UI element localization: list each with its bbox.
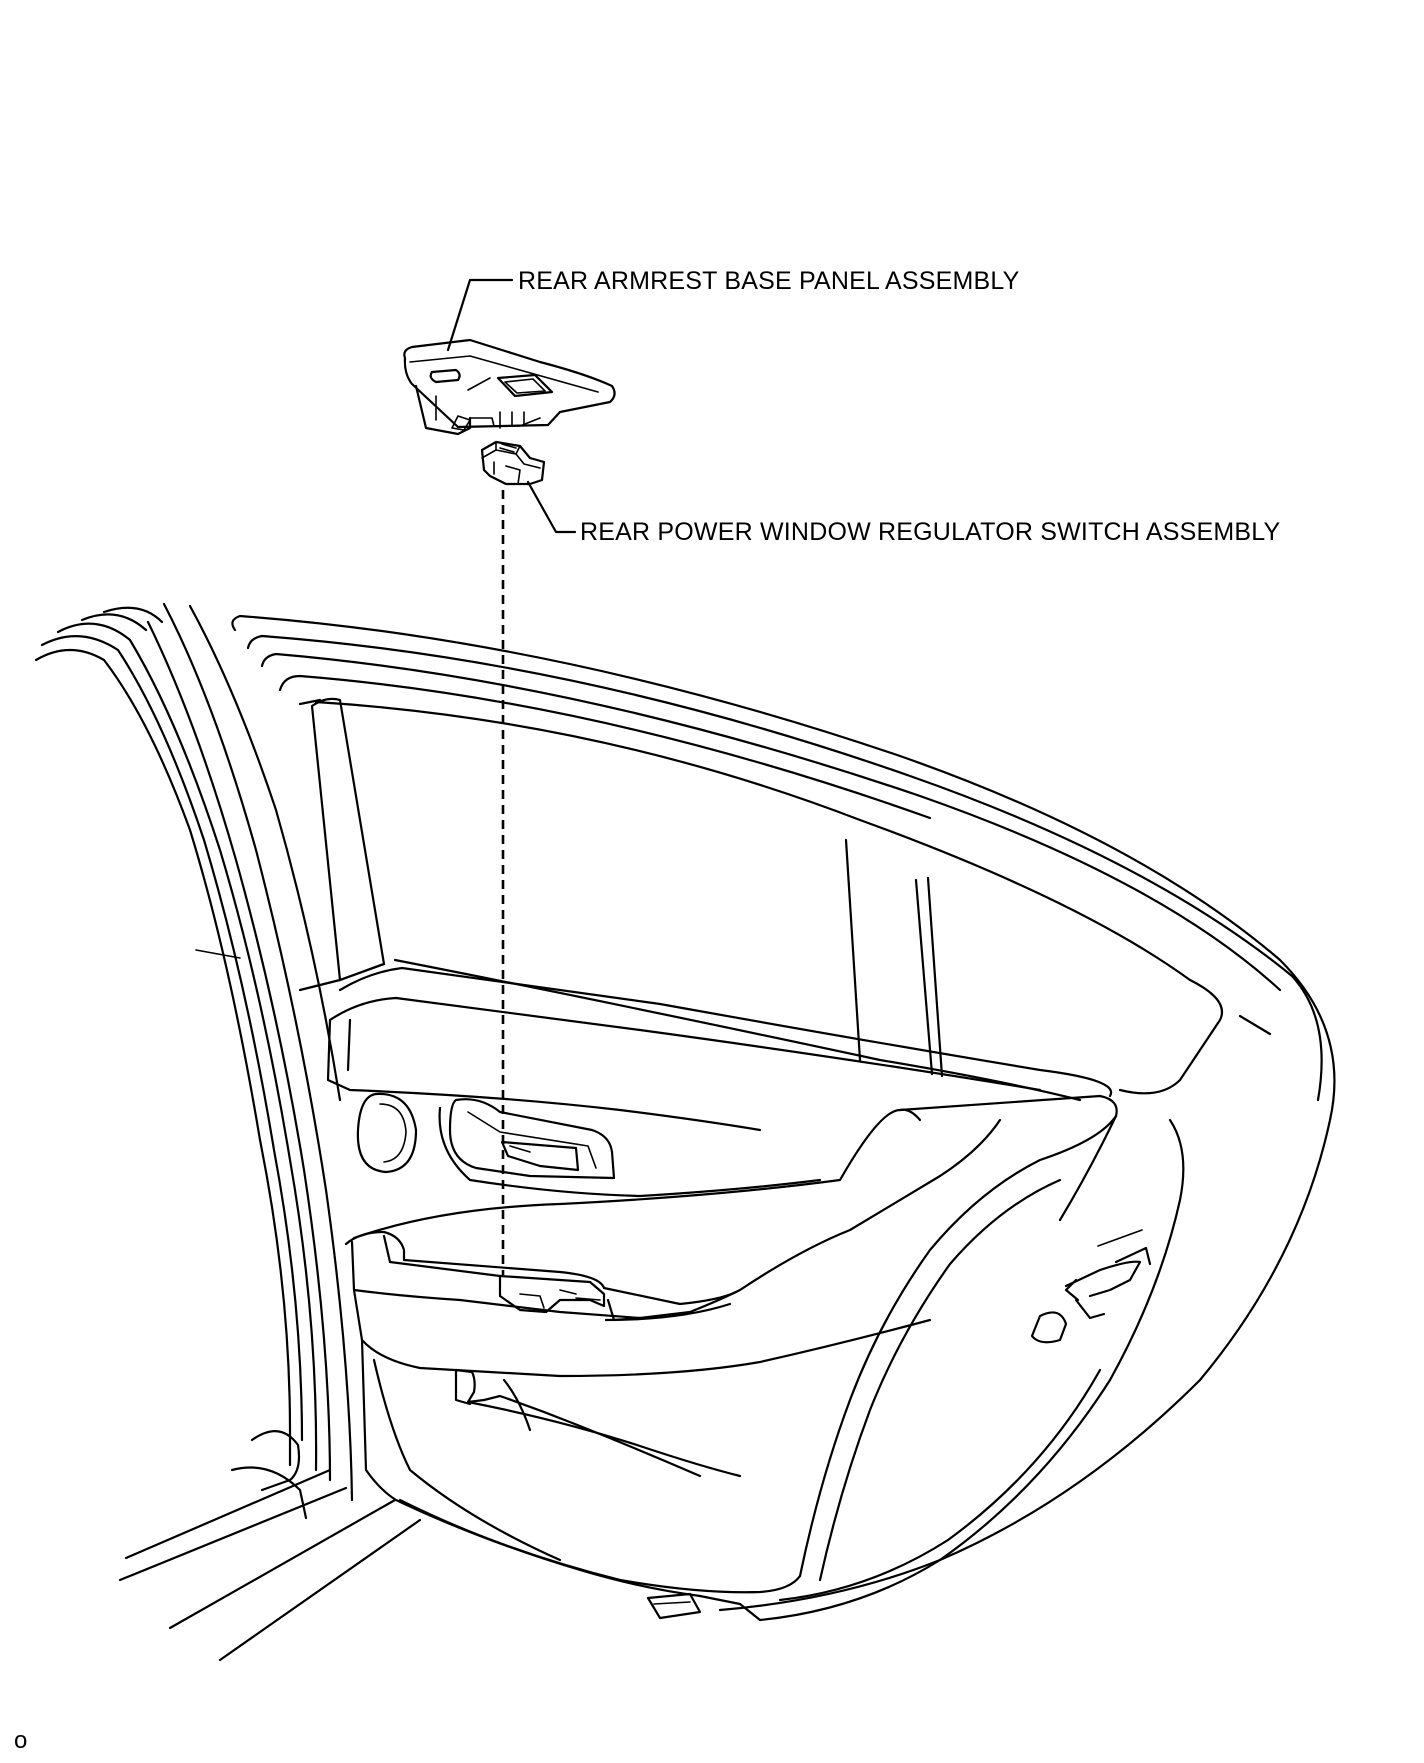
door-latch (1030, 1229, 1152, 1344)
door-handle-pocket (448, 1098, 616, 1180)
window-opening (298, 697, 1223, 1102)
switch-leader-line (526, 480, 577, 534)
switch-seat (498, 1274, 606, 1314)
map-pocket (454, 1368, 702, 1478)
car-body-pillar (34, 602, 422, 1662)
armrest-base-panel (403, 338, 616, 436)
armrest-leader-line (446, 278, 514, 352)
speaker-grille (356, 1092, 418, 1174)
corner-mark: o (14, 1727, 28, 1754)
door-outer-frame (231, 614, 1336, 1612)
armrest-panel-label: REAR ARMREST BASE PANEL ASSEMBLY (518, 267, 1020, 295)
door-trim-panel (326, 966, 1185, 1622)
power-window-switch (480, 440, 546, 486)
door-courtesy-light (646, 1592, 702, 1620)
window-switch-label: REAR POWER WINDOW REGULATOR SWITCH ASSEM… (580, 518, 1281, 546)
